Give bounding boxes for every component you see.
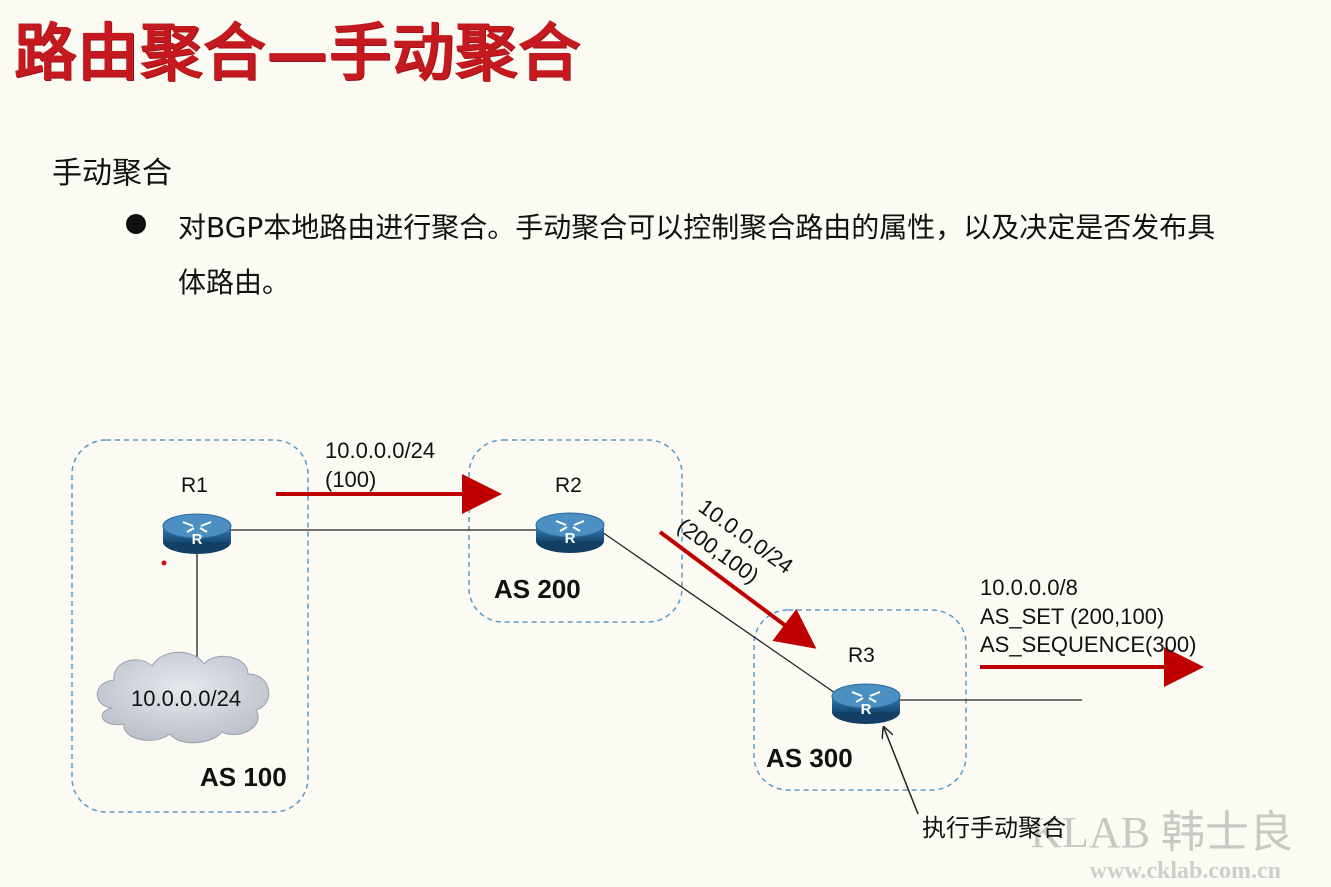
bullet-text: 对BGP本地路由进行聚合。手动聚合可以控制聚合路由的属性，以及决定是否发布具体路…	[178, 211, 1216, 299]
as100-boundary	[71, 439, 309, 813]
as300-label: AS 300	[766, 743, 853, 773]
router-icon: R	[162, 513, 232, 555]
router-r1-label: R1	[181, 474, 208, 497]
as200-boundary	[468, 439, 683, 623]
router-icon: R	[535, 512, 605, 554]
watermark-brand: KLAB 韩士良	[1030, 808, 1293, 857]
link-r2-r3	[601, 531, 839, 696]
svg-text:R: R	[192, 531, 203, 548]
action-label: 执行手动聚合	[922, 814, 1066, 842]
as200-label: AS 200	[494, 574, 581, 604]
cursor-dot	[161, 560, 167, 566]
router-icon: R	[831, 683, 901, 725]
advert-r1-prefix: 10.0.0.0/24	[325, 438, 435, 463]
section-heading: 手动聚合	[52, 156, 172, 191]
router-r3-label: R3	[848, 644, 875, 667]
advert-r1-aspath: (100)	[325, 467, 376, 492]
arrow-icon	[658, 530, 817, 649]
watermark-url: www.cklab.com.cn	[1089, 858, 1281, 884]
bullet-icon	[126, 214, 146, 234]
svg-text:R: R	[861, 701, 872, 718]
cloud-icon	[96, 651, 270, 744]
pointer-arrow-icon	[884, 728, 919, 815]
slide-title: 路由聚合—手动聚合	[14, 16, 582, 89]
cloud-network-label: 10.0.0.0/24	[131, 686, 241, 711]
advert-r3-prefix: 10.0.0.0/8	[980, 575, 1078, 600]
advert-r3-asset: AS_SET (200,100)	[980, 604, 1164, 629]
svg-text:R: R	[565, 530, 576, 547]
as100-label: AS 100	[200, 762, 287, 792]
router-r2-label: R2	[555, 474, 582, 497]
advert-r3-assequence: AS_SEQUENCE(300)	[980, 632, 1196, 657]
